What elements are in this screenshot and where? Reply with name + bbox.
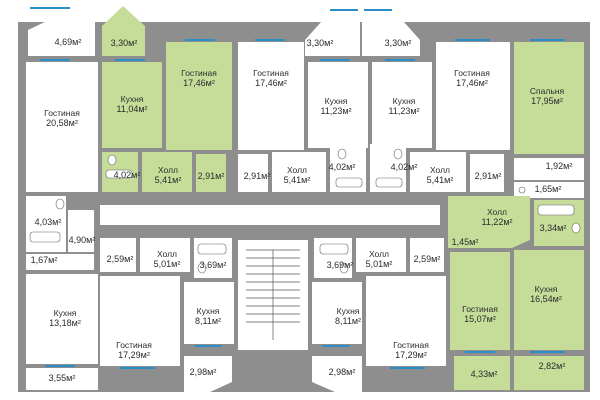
balcony-top-mid-right xyxy=(362,12,420,56)
label-r34: 2,59м² xyxy=(413,254,441,264)
balcony-bottom-green-a xyxy=(454,356,510,390)
room-kitchen-11-23-b xyxy=(372,62,432,148)
label-r23: 1,65м² xyxy=(534,184,562,194)
room-living-20-58 xyxy=(26,62,98,192)
label-r44: 2,98м² xyxy=(189,367,217,377)
label-r1: 4,69м² xyxy=(54,37,82,47)
room-kitchen-11-23-a xyxy=(308,62,368,148)
room-living-17-46-c xyxy=(436,42,510,150)
room-hall-5-41-c xyxy=(410,152,466,192)
room-1-67 xyxy=(26,254,94,270)
balcony-top-kitchen-left xyxy=(102,6,145,56)
label-r32: 3,69м² xyxy=(326,260,354,270)
label-r35: 1,67м² xyxy=(30,255,58,265)
room-living-15-07 xyxy=(450,252,510,350)
room-living-17-46-b xyxy=(238,42,304,150)
label-r2: 3,30м² xyxy=(110,38,138,48)
label-r27: 3,34м² xyxy=(539,223,567,233)
room-living-17-46-a xyxy=(166,42,232,150)
label-r25: 4,90м² xyxy=(68,235,96,245)
balcony-top-mid-left xyxy=(305,12,360,56)
corridor xyxy=(100,205,440,225)
label-r46: 4,33м² xyxy=(470,369,498,379)
label-r21: 2,91м² xyxy=(474,171,502,181)
balcony-bottom-left xyxy=(26,368,98,390)
room-2-91-b xyxy=(238,154,268,192)
room-bedroom-17-95 xyxy=(514,42,584,154)
room-kitchen-8-11-b xyxy=(312,282,362,344)
balcony-bottom-green-b xyxy=(514,356,584,390)
room-hall-5-01-b xyxy=(356,238,406,272)
room-2-59-a xyxy=(100,238,136,272)
label-r31: 3,69м² xyxy=(199,260,227,270)
label-r45: 2,98м² xyxy=(328,367,356,377)
label-r22: 1,92м² xyxy=(545,161,573,171)
label-r4: 3,30м² xyxy=(384,38,412,48)
room-4-90 xyxy=(68,210,94,252)
room-2-59-b xyxy=(410,238,444,272)
balcony-bottom-kitchen-left xyxy=(184,356,232,392)
label-r18: 4,02м² xyxy=(328,162,356,172)
label-r24: 4,03м² xyxy=(34,217,62,227)
label-r13: 4,02м² xyxy=(113,170,141,180)
room-hall-5-01-a xyxy=(140,238,190,272)
label-r29: 2,59м² xyxy=(106,254,134,264)
room-kitchen-8-11-a xyxy=(184,282,234,344)
room-2-91-a xyxy=(196,154,226,192)
label-r3: 3,30м² xyxy=(306,38,334,48)
room-living-17-29-b xyxy=(366,276,446,366)
label-r15: 2,91м² xyxy=(197,171,225,181)
balcony-bottom-kitchen-right xyxy=(312,356,362,392)
label-r16: 2,91м² xyxy=(243,171,271,181)
room-2-91-c xyxy=(470,154,504,192)
room-1-45 xyxy=(448,230,478,248)
room-living-17-29-a xyxy=(100,276,180,366)
label-r43: 3,55м² xyxy=(48,373,76,383)
room-hall-5-41-b xyxy=(272,152,326,192)
room-1-65 xyxy=(514,182,584,198)
sanitary-fixtures xyxy=(29,148,581,274)
room-1-92 xyxy=(514,158,584,180)
label-r19: 4,02м² xyxy=(390,162,418,172)
balcony-top-left xyxy=(28,10,95,56)
room-kitchen-16-54 xyxy=(514,250,584,350)
room-kitchen-13-18 xyxy=(26,274,98,364)
label-r28: 1,45м² xyxy=(451,237,479,247)
room-kitchen-11-04 xyxy=(102,62,162,148)
room-hall-5-41-a xyxy=(142,152,192,192)
stair-steps xyxy=(246,249,300,340)
label-r47: 2,82м² xyxy=(538,361,566,371)
windows xyxy=(30,7,565,369)
